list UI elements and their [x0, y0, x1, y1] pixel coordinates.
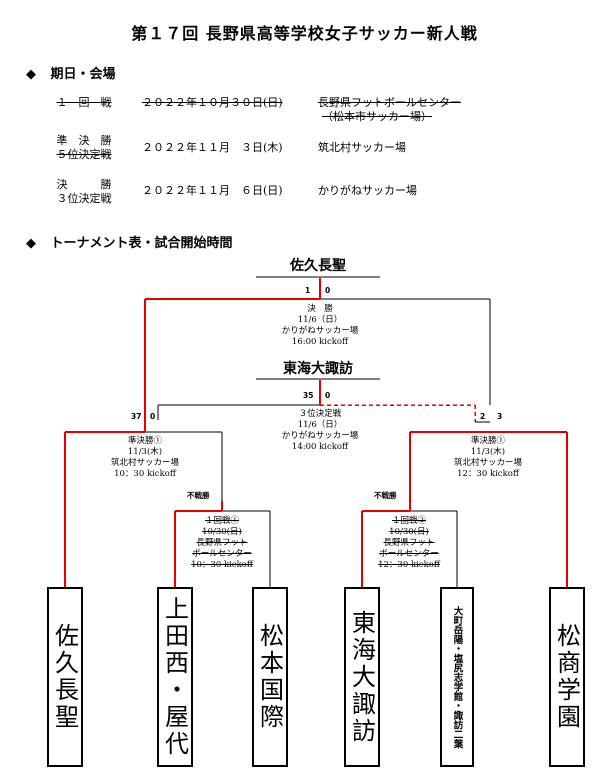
page-title: 第１７回 長野県高等学校女子サッカー新人戦 — [131, 24, 478, 43]
schedule-date: ２０２２年１１月 ６日(日) — [142, 184, 283, 197]
schedule-venue: かりがねサッカー場 — [318, 184, 417, 197]
schedule-venue: 長野県フットボールセンター — [318, 96, 461, 109]
r1a-kickoff: 10：30 kickoff — [191, 560, 253, 570]
sf2-venue: 筑北村サッカー場 — [453, 458, 522, 468]
team-name: 佐久長聖 — [50, 623, 79, 731]
r1a-match-info: １回戦① 10/30(日) 長野県フット ボールセンター 10：30 kicko… — [176, 516, 268, 571]
sf2-score-left: 2 — [480, 412, 486, 421]
third-score-right: 0 — [325, 391, 331, 400]
section-bracket-title: トーナメント表・試合開始時間 — [50, 236, 233, 251]
schedule-date: ２０２２年１０月３０日(日) — [142, 96, 283, 109]
team-box: 東海大諏訪 — [344, 587, 380, 767]
team-box: 大町岳陽・塩尻志学館・諏訪二葉 — [440, 587, 474, 767]
r1b-venue: 長野県フット — [383, 538, 435, 548]
third-date: 11/6（日） — [297, 420, 343, 430]
sf1-date: 11/3(木) — [127, 447, 163, 457]
schedule-round: １ 回 戦 — [56, 96, 112, 109]
final-date: 11/6（日） — [297, 315, 343, 325]
diamond-icon: ◆ — [26, 67, 36, 82]
r1b-round-label: １回戦② — [391, 516, 426, 526]
third-round-label: ３位決定戦 — [298, 409, 342, 419]
third-venue: かりがねサッカー場 — [281, 431, 359, 441]
sf2-match-info: 準決勝① 11/3(木) 筑北村サッカー場 12：30 kickoff — [428, 436, 548, 480]
forfeit-label-right: 不戦勝 — [374, 491, 397, 500]
sf2-score-right: 3 — [497, 412, 503, 421]
schedule-round-sub: ３位決定戦 — [56, 192, 112, 205]
sf1-match-info: 準決勝① 11/3(木) 筑北村サッカー場 10：30 kickoff — [85, 436, 205, 480]
r1a-venue-2: ボールセンター — [192, 549, 252, 559]
team-name: 松本国際 — [255, 623, 284, 731]
team-name: 松商学園 — [552, 623, 581, 731]
team-name: 大町岳陽・塩尻志学館・諏訪二葉 — [451, 605, 463, 749]
third-score-left: 35 — [303, 391, 314, 400]
sf2-round-label: 準決勝① — [470, 436, 505, 446]
r1b-kickoff: 12：30 kickoff — [378, 560, 440, 570]
final-score-right: 0 — [325, 286, 331, 295]
team-box: 佐久長聖 — [47, 587, 83, 767]
schedule-round: 準 決 勝 — [56, 134, 112, 147]
sf1-score-right: 0 — [150, 412, 156, 421]
r1a-venue: 長野県フット — [196, 538, 248, 548]
section-schedule-title: 期日・会場 — [50, 67, 116, 82]
schedule-venue-sub: （松本市サッカー場） — [322, 110, 432, 123]
third-match-info: ３位決定戦 11/6（日） かりがねサッカー場 14:00 kickoff — [250, 409, 390, 453]
schedule-round-sub: ５位決定戦 — [56, 148, 112, 161]
section-schedule-heading: ◆ 期日・会場 — [26, 63, 116, 82]
team-name: 東海大諏訪 — [347, 609, 376, 745]
third-kickoff: 14:00 kickoff — [291, 442, 349, 452]
final-kickoff: 16:00 kickoff — [291, 337, 349, 347]
final-match-info: 決 勝 11/6（日） かりがねサッカー場 16:00 kickoff — [250, 304, 390, 348]
r1b-date: 10/30(日) — [389, 527, 429, 537]
diamond-icon: ◆ — [26, 236, 36, 251]
final-score-left: 1 — [305, 286, 311, 295]
sf1-kickoff: 10：30 kickoff — [114, 469, 176, 479]
sf1-score-left: 37 — [131, 412, 142, 421]
r1a-date: 10/30(日) — [202, 527, 242, 537]
team-box: 上田西・屋代 — [157, 587, 193, 767]
section-bracket-heading: ◆ トーナメント表・試合開始時間 — [26, 232, 233, 251]
r1b-venue-2: ボールセンター — [379, 549, 439, 559]
team-box: 松本国際 — [252, 587, 288, 767]
schedule-date: ２０２２年１１月 ３日(木) — [142, 141, 283, 154]
team-box: 松商学園 — [549, 587, 585, 767]
r1b-match-info: １回戦② 10/30(日) 長野県フット ボールセンター 12：30 kicko… — [363, 516, 455, 571]
third-winner-name: 東海大諏訪 — [283, 361, 353, 377]
final-venue: かりがねサッカー場 — [281, 326, 359, 336]
forfeit-label-left: 不戦勝 — [187, 491, 210, 500]
schedule-venue: 筑北村サッカー場 — [318, 141, 406, 154]
sf1-round-label: 準決勝① — [127, 436, 162, 446]
team-name: 上田西・屋代 — [160, 596, 189, 758]
sf1-venue: 筑北村サッカー場 — [110, 458, 179, 468]
sf2-date: 11/3(木) — [470, 447, 506, 457]
sf2-kickoff: 12：30 kickoff — [457, 469, 519, 479]
champion-name: 佐久長聖 — [290, 258, 346, 274]
schedule-round: 決 勝 — [56, 178, 112, 191]
final-round-label: 決 勝 — [307, 304, 333, 314]
r1a-round-label: １回戦① — [204, 516, 239, 526]
